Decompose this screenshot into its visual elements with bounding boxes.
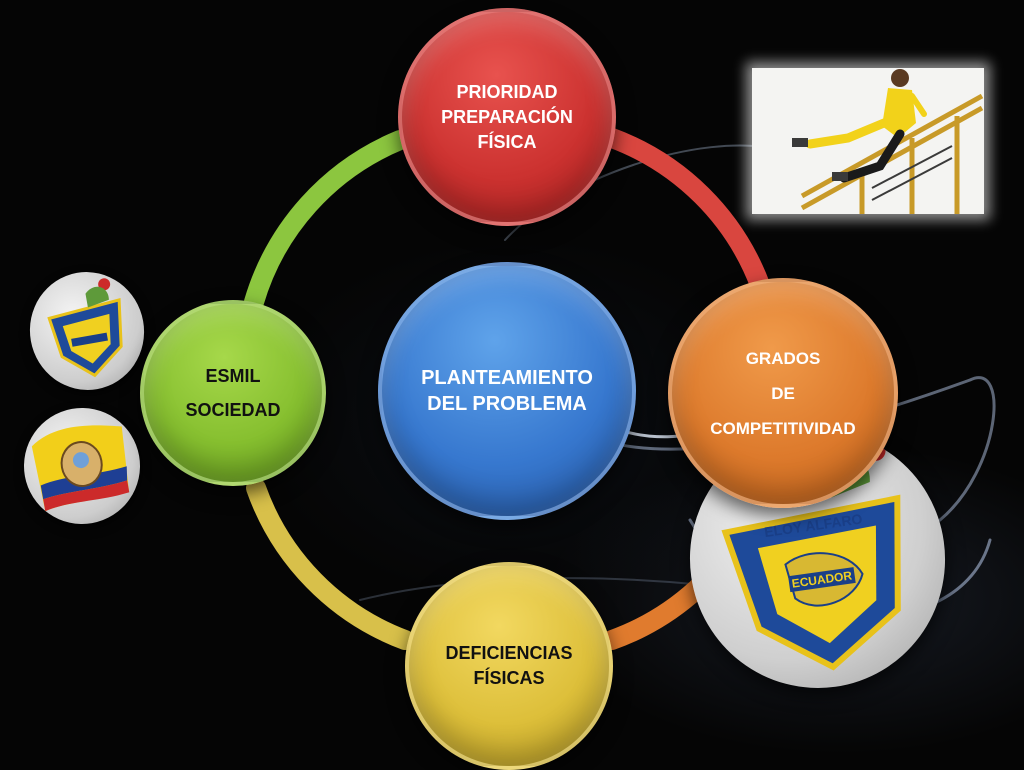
node-label-line: GRADOS <box>745 348 821 368</box>
military-school-seal: ECUADOR ELOY ALFARO <box>673 413 962 705</box>
ring-segment-yellow <box>246 478 415 650</box>
node-label-line: ESMIL <box>205 366 261 386</box>
ring-segment-red <box>602 128 770 295</box>
node-label-line: DE <box>771 383 795 403</box>
node-label-line: PREPARACIÓN <box>441 106 573 127</box>
node-planteamiento-del-problema: PLANTEAMIENTO DEL PROBLEMA <box>378 262 636 520</box>
military-school-seal-small <box>20 262 154 400</box>
node-label-line: PLANTEAMIENTO <box>421 367 593 389</box>
node-label-line: PRIORIDAD <box>456 81 558 102</box>
node-label-line: DEFICIENCIAS <box>445 643 573 663</box>
ecuador-flag-badge <box>14 398 150 534</box>
soldier-training-photo <box>752 68 984 214</box>
node-deficiencias-fisicas: DEFICIENCIAS FÍSICAS <box>405 562 613 770</box>
node-esmil-sociedad: ESMIL SOCIEDAD <box>140 300 326 486</box>
node-label-line: FÍSICAS <box>473 668 545 688</box>
node-label-line: FÍSICA <box>477 131 537 152</box>
ring-segment-green <box>244 130 410 312</box>
node-grados-de-competitividad: GRADOS DE COMPETITIVIDAD <box>668 278 898 508</box>
node-label-line: DEL PROBLEMA <box>427 393 587 415</box>
node-prioridad-preparacion-fisica: PRIORIDAD PREPARACIÓN FÍSICA <box>398 8 616 226</box>
node-label-line: SOCIEDAD <box>185 400 281 420</box>
node-label-line: COMPETITIVIDAD <box>710 418 856 438</box>
